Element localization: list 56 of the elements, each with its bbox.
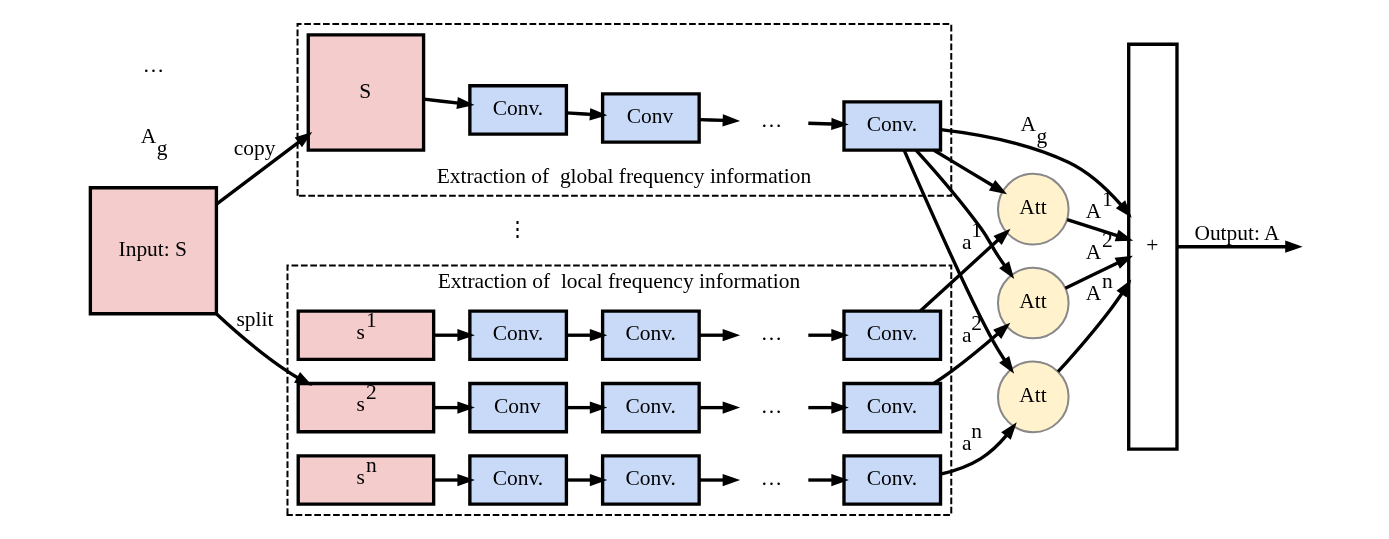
arrow xyxy=(433,473,475,487)
arrow xyxy=(566,329,608,342)
arrow xyxy=(215,131,313,206)
arrow xyxy=(1064,255,1133,290)
arrow xyxy=(566,108,608,121)
arrow xyxy=(1056,279,1132,373)
arrow xyxy=(808,473,849,487)
arrow xyxy=(932,322,1011,385)
arrow xyxy=(699,473,741,487)
node-box: Conv. xyxy=(600,454,701,506)
arrow xyxy=(566,473,608,487)
edge-label: copy xyxy=(233,136,276,161)
node-box: Conv. xyxy=(842,100,943,152)
node-box: Conv. xyxy=(468,309,569,361)
label: ⋮ xyxy=(507,216,529,241)
arrow xyxy=(808,401,849,414)
arrow xyxy=(933,148,1008,195)
arrow xyxy=(215,312,313,386)
arrow xyxy=(940,128,1132,218)
node-text: … xyxy=(760,393,783,418)
arrow xyxy=(808,117,849,131)
node-box: Conv. xyxy=(468,84,569,136)
arrow xyxy=(808,329,849,342)
node-text: … xyxy=(760,321,783,346)
node-box: Conv. xyxy=(842,309,943,361)
arrow xyxy=(914,149,1015,280)
node-box: Input: S xyxy=(88,186,219,316)
arrow xyxy=(1066,218,1134,242)
node-box: Conv. xyxy=(842,454,943,506)
node-text: … xyxy=(760,108,783,133)
node-circle: Att xyxy=(996,360,1070,434)
arrow xyxy=(433,401,475,414)
node-box: Conv. xyxy=(600,381,701,434)
label: … xyxy=(142,53,165,78)
arrow xyxy=(433,329,475,342)
node-box: Conv xyxy=(468,381,569,434)
node-text: … xyxy=(760,466,783,491)
node-circle: Att xyxy=(996,172,1070,246)
node-box: Conv. xyxy=(842,381,943,434)
node-box: Conv. xyxy=(600,309,701,361)
arrow xyxy=(699,401,741,414)
arrow xyxy=(940,422,1017,476)
arrow xyxy=(902,149,1015,374)
node-box: Conv xyxy=(600,92,701,144)
arrow xyxy=(919,228,1011,313)
arrow xyxy=(566,401,608,414)
arrow xyxy=(423,96,475,110)
node-circle: Att xyxy=(996,266,1070,340)
arrow xyxy=(699,114,741,127)
node-box: S xyxy=(306,33,426,152)
edge-label: split xyxy=(236,306,274,331)
arrow xyxy=(699,329,741,342)
node-box: + xyxy=(1127,42,1179,451)
edge-label: Output: A xyxy=(1194,220,1280,245)
node-box: Conv. xyxy=(468,454,569,506)
arrow xyxy=(1177,240,1303,253)
